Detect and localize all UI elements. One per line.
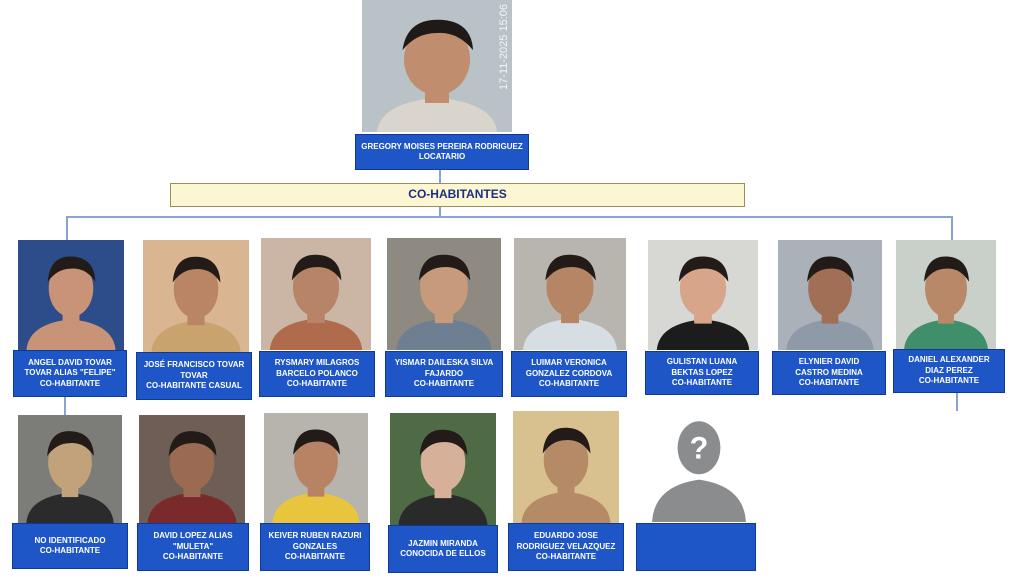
person-photo-r2-2 xyxy=(139,415,245,523)
person-role: CO-HABITANTE xyxy=(39,378,101,388)
person-label-r2-5: EDUARDO JOSE RODRIGUEZ VELAZQUEZ CO-HABI… xyxy=(508,523,624,571)
person-label-unknown xyxy=(636,523,756,571)
connector-horizontal xyxy=(66,216,952,218)
person-name-line1: ANGEL DAVID TOVAR xyxy=(28,357,112,367)
main-person-role: LOCATARIO xyxy=(418,152,466,161)
connector-drop-8 xyxy=(951,216,953,240)
person-role: CO-HABITANTE xyxy=(284,552,346,562)
connector-left-vertical xyxy=(64,397,66,415)
person-role: CONOCIDA DE ELLOS xyxy=(400,549,486,558)
person-name-line2: "MULETA" xyxy=(172,541,214,551)
person-label-r1-7: ELYNIER DAVID CASTRO MEDINA CO-HABITANTE xyxy=(772,351,886,395)
person-name-line2: FAJARDO xyxy=(424,368,464,378)
connector-drop-1 xyxy=(66,216,68,240)
person-role: CO-HABITANTE xyxy=(918,376,980,386)
person-name-line1: GULISTAN LUANA xyxy=(666,357,738,367)
person-label-r2-1: NO IDENTIFICADO CO-HABITANTE xyxy=(12,523,128,569)
person-name-line1: EDUARDO JOSE xyxy=(533,531,598,541)
person-name-line1: NO IDENTIFICADO xyxy=(34,535,106,545)
person-photo-r2-5 xyxy=(513,411,619,523)
person-photo-r1-6 xyxy=(648,240,758,350)
person-name-line2: GONZALEZ CORDOVA xyxy=(525,368,613,378)
person-photo-r1-1 xyxy=(18,240,124,350)
person-name-line2: TOVAR xyxy=(180,370,208,380)
person-label-r2-2: DAVID LOPEZ ALIAS "MULETA" CO-HABITANTE xyxy=(137,523,249,571)
person-role: CO-HABITANTE xyxy=(286,379,348,389)
person-name-line1: RYSMARY MILAGROS xyxy=(274,358,360,368)
person-photo-r2-3 xyxy=(264,413,368,523)
person-name-line2: CASTRO MEDINA xyxy=(795,367,863,377)
person-name-line2: DIAZ PEREZ xyxy=(925,365,973,375)
connector-right-vertical xyxy=(956,393,958,411)
person-label-r1-3: RYSMARY MILAGROS BARCELO POLANCO CO-HABI… xyxy=(259,351,375,397)
person-role: CO-HABITANTE xyxy=(798,378,860,388)
main-person-name: GREGORY MOISES PEREIRA RODRIGUEZ xyxy=(361,141,523,151)
main-person-label: GREGORY MOISES PEREIRA RODRIGUEZ LOCATAR… xyxy=(355,134,529,170)
person-name-line2: TOVAR ALIAS "FELIPE" xyxy=(24,368,116,378)
connector-banner-down xyxy=(439,207,441,217)
person-name-line1: ELYNIER DAVID xyxy=(798,357,860,367)
connector-main-to-banner xyxy=(439,170,441,184)
person-photo-r2-1 xyxy=(18,415,122,523)
person-label-r1-5: LUIMAR VERONICA GONZALEZ CORDOVA CO-HABI… xyxy=(511,351,627,397)
person-role: CO-HABITANTE CASUAL xyxy=(146,381,242,391)
person-name-line2: GONZALES xyxy=(292,541,338,551)
person-label-r1-4: YISMAR DAILESKA SILVA FAJARDO CO-HABITAN… xyxy=(385,351,503,397)
person-photo-r1-2 xyxy=(143,240,249,352)
person-photo-r1-8 xyxy=(896,240,996,350)
person-photo-r1-4 xyxy=(387,238,501,350)
co-habitantes-banner: CO-HABITANTES xyxy=(170,183,745,207)
main-person-photo: 17-11-2025 15:06 xyxy=(362,0,512,132)
person-label-r2-3: KEIVER RUBEN RAZURI GONZALES CO-HABITANT… xyxy=(260,523,370,571)
person-photo-r1-5 xyxy=(514,238,626,350)
unknown-person-silhouette: ? xyxy=(648,416,750,522)
person-name-line1: YISMAR DAILESKA SILVA xyxy=(394,358,494,368)
person-label-r1-8: DANIEL ALEXANDER DIAZ PEREZ CO-HABITANTE xyxy=(893,349,1005,393)
person-name-line1: DANIEL ALEXANDER xyxy=(908,355,990,365)
person-role: CO-HABITANTE xyxy=(535,552,597,562)
question-mark-icon: ? xyxy=(690,430,709,466)
person-label-r1-6: GULISTAN LUANA BEKTAS LOPEZ CO-HABITANTE xyxy=(645,351,759,395)
person-photo-r2-4 xyxy=(390,413,496,525)
person-role: CO-HABITANTE xyxy=(671,378,733,388)
person-label-r2-4: JAZMIN MIRANDA CONOCIDA DE ELLOS xyxy=(388,525,498,573)
person-name-line1: DAVID LOPEZ ALIAS xyxy=(153,531,233,541)
person-name-line2: BEKTAS LOPEZ xyxy=(671,367,733,377)
person-role: CO-HABITANTE xyxy=(413,379,475,389)
person-role: CO-HABITANTE xyxy=(538,379,600,389)
person-name-line1: KEIVER RUBEN RAZURI xyxy=(268,531,362,541)
person-name-line1: JAZMIN MIRANDA xyxy=(408,538,478,548)
person-name-line2: BARCELO POLANCO xyxy=(276,368,358,378)
person-name-line2: RODRIGUEZ VELAZQUEZ xyxy=(516,541,616,551)
person-photo-r1-3 xyxy=(261,238,371,350)
photo-timestamp: 17-11-2025 15:06 xyxy=(498,4,510,91)
person-photo-r1-7 xyxy=(778,240,882,350)
person-label-r1-1: ANGEL DAVID TOVAR TOVAR ALIAS "FELIPE" C… xyxy=(13,350,127,397)
person-name-line1: JOSÉ FRANCISCO TOVAR xyxy=(143,360,245,370)
person-role: CO-HABITANTE xyxy=(162,552,224,562)
person-label-r1-2: JOSÉ FRANCISCO TOVAR TOVAR CO-HABITANTE … xyxy=(136,352,252,400)
person-role: CO-HABITANTE xyxy=(39,546,101,555)
person-name-line1: LUIMAR VERONICA xyxy=(531,358,607,368)
